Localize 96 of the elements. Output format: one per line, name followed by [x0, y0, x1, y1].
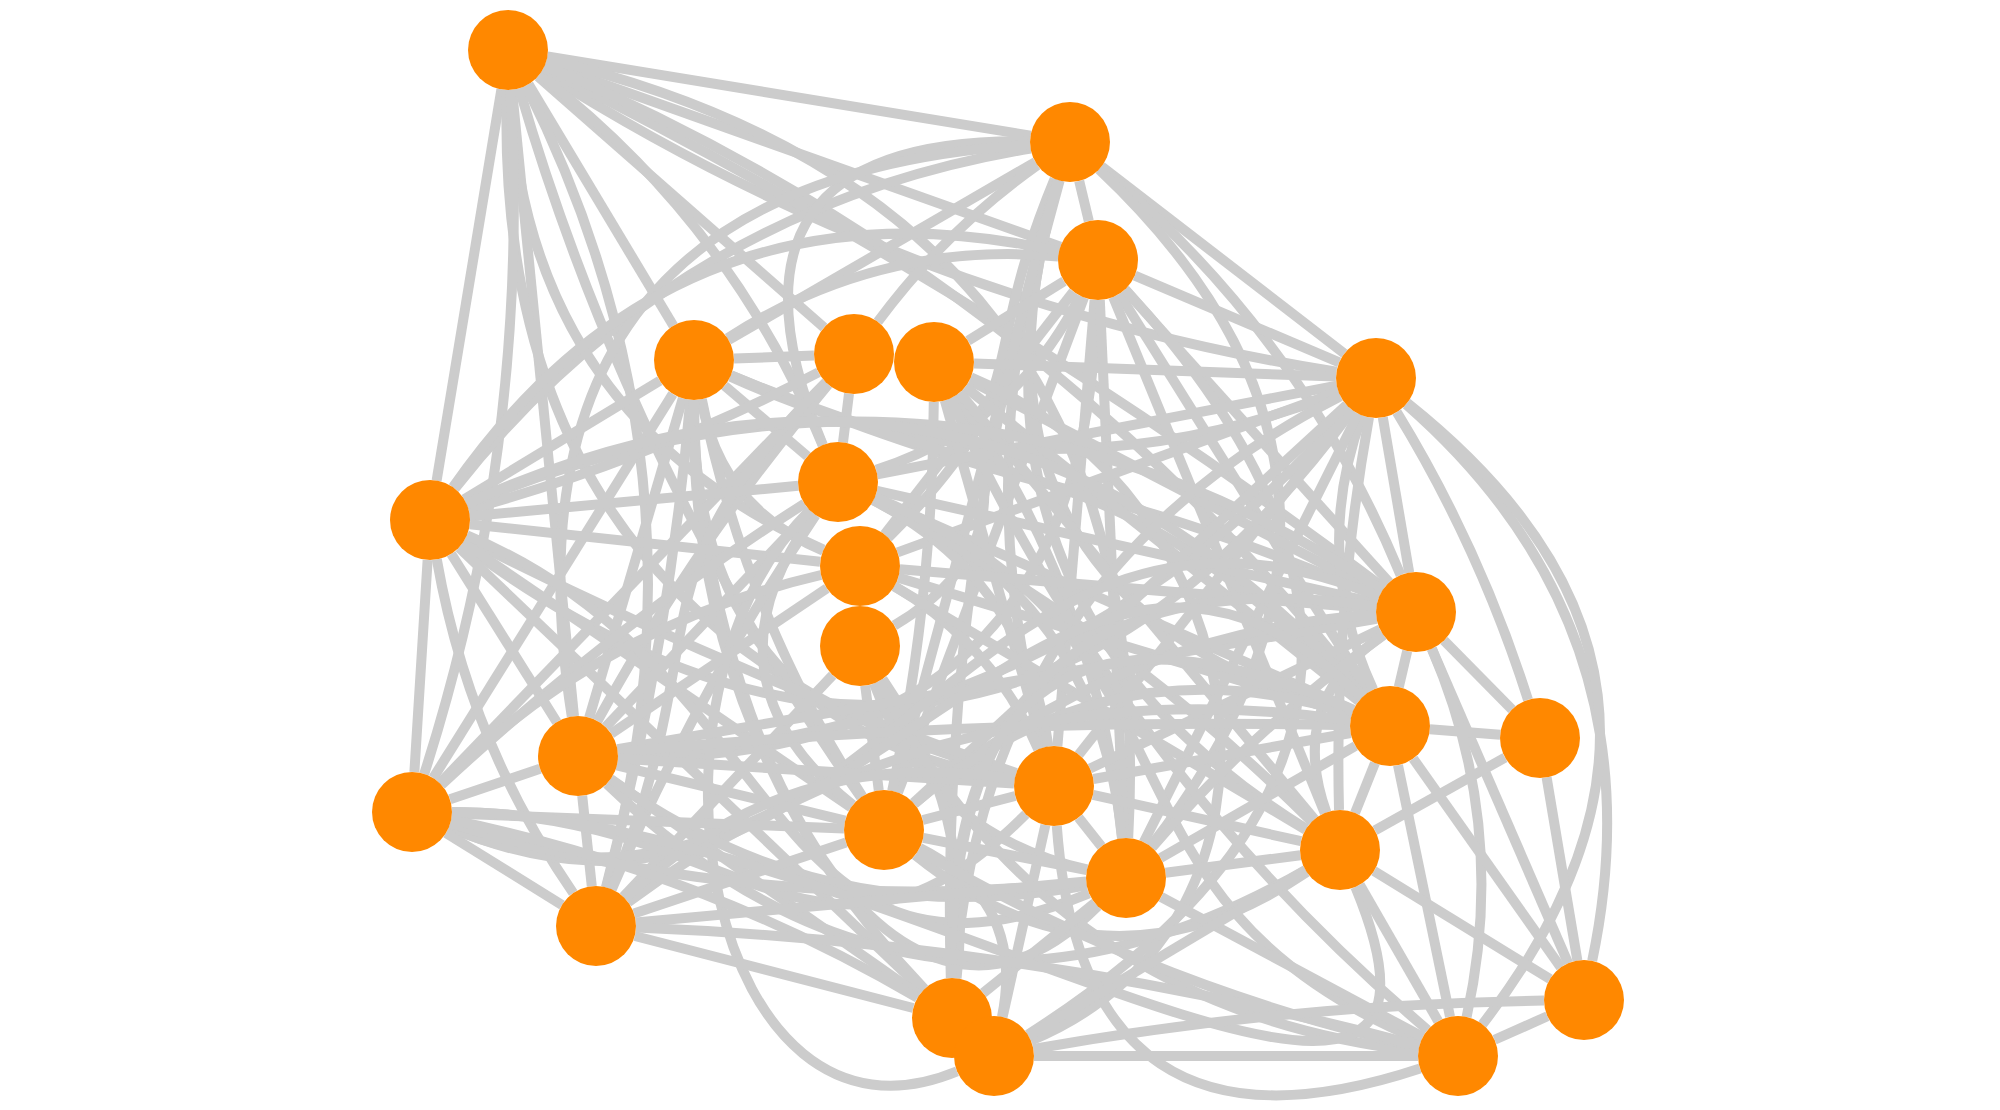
edge-line: [1427, 646, 1487, 1018]
edge-line: [546, 51, 1032, 141]
edge-line: [1032, 995, 1545, 1054]
edge-line: [428, 391, 678, 781]
edge-line: [465, 416, 1386, 595]
edge-line: [721, 382, 811, 460]
edge-line: [1034, 1051, 1418, 1061]
edge-line: [1393, 764, 1455, 1018]
edge-line: [980, 899, 1098, 997]
edge-line: [1025, 866, 1309, 1040]
edge-line: [726, 157, 1038, 345]
edge-line: [1334, 414, 1378, 692]
edge-line: [438, 499, 808, 789]
edge-line: [876, 380, 1338, 480]
edge-line: [635, 922, 1421, 1051]
edge-line: [1372, 753, 1508, 835]
edge-line: [955, 389, 1319, 823]
edge-line: [1074, 814, 1106, 850]
edge-line: [577, 795, 597, 887]
edge-line: [607, 512, 820, 892]
edge-line: [431, 88, 507, 482]
edge-line: [1051, 825, 1422, 1101]
edge-line: [446, 551, 562, 725]
edge-line: [946, 396, 1431, 1034]
edge-line: [962, 383, 1362, 705]
edge-line: [921, 791, 1017, 825]
edge-line: [1132, 271, 1342, 367]
edge-line: [469, 519, 821, 567]
edge-line: [449, 229, 1060, 491]
edge-line: [1092, 728, 1352, 784]
edge-line: [615, 760, 847, 826]
edge-line: [1371, 866, 1553, 984]
edge-line: [1350, 761, 1380, 815]
edge-line: [1440, 637, 1516, 713]
edge-line: [450, 815, 920, 1003]
edge-line: [968, 373, 1225, 1045]
edge-line: [973, 358, 1337, 382]
edge-line: [1098, 162, 1348, 358]
edge-line: [783, 136, 1031, 447]
edge-line: [1074, 179, 1094, 223]
edge-line: [922, 832, 1088, 876]
edge-line: [1087, 624, 1383, 774]
edge-line: [873, 161, 1041, 325]
edge-line: [461, 376, 663, 504]
edge-line: [880, 288, 1078, 538]
edge-line: [733, 350, 815, 364]
edge-line: [635, 876, 1087, 928]
edge-line: [871, 496, 1316, 826]
edge-line: [1074, 406, 1356, 758]
edge-line: [1429, 724, 1501, 740]
edge-line: [860, 684, 884, 792]
edge-line: [917, 843, 1012, 1018]
edge-line: [1164, 850, 1302, 878]
edge-line: [584, 397, 688, 719]
edge-line: [965, 276, 1067, 346]
edge-line: [632, 837, 848, 919]
edge-line: [460, 538, 854, 812]
edge-line: [1492, 1011, 1550, 1045]
edge-line: [593, 381, 833, 724]
edge-line: [1409, 755, 1565, 971]
edge-line: [1377, 416, 1415, 574]
edge-line: [606, 378, 830, 891]
edge-line: [725, 249, 1059, 343]
edge-line: [1139, 411, 1363, 845]
edge-line: [469, 480, 799, 522]
edge-line: [451, 807, 1384, 1044]
edge-line: [874, 293, 1085, 475]
edge-line: [1392, 409, 1533, 702]
edge-line: [1114, 291, 1374, 695]
edge-line: [431, 558, 578, 896]
edge-line: [1393, 649, 1413, 689]
edge-line: [1355, 882, 1443, 1024]
edge-line: [443, 828, 565, 910]
edge-line: [893, 295, 1089, 795]
edge-line: [455, 544, 927, 994]
edge-line: [464, 530, 1091, 928]
edge-line: [703, 507, 959, 1090]
edge-line: [1541, 776, 1583, 962]
edge-line: [1310, 630, 1387, 814]
edge-line: [608, 584, 830, 738]
edge-line: [887, 401, 939, 792]
edge-line: [467, 367, 821, 515]
edge-line: [1097, 163, 1406, 577]
edge-line: [1091, 789, 1303, 847]
edge-line: [878, 676, 965, 979]
edge-line: [448, 764, 542, 804]
edge-line: [838, 393, 854, 443]
edge-line: [1158, 892, 1426, 1042]
edge-line: [1333, 416, 1374, 811]
edge-line: [603, 780, 1308, 967]
edge-line: [633, 931, 915, 1013]
edge-line: [1158, 741, 1358, 863]
edge-line: [625, 704, 1351, 907]
edge-line: [891, 582, 1309, 834]
edge-line: [912, 851, 1310, 941]
edge-line: [409, 559, 433, 773]
